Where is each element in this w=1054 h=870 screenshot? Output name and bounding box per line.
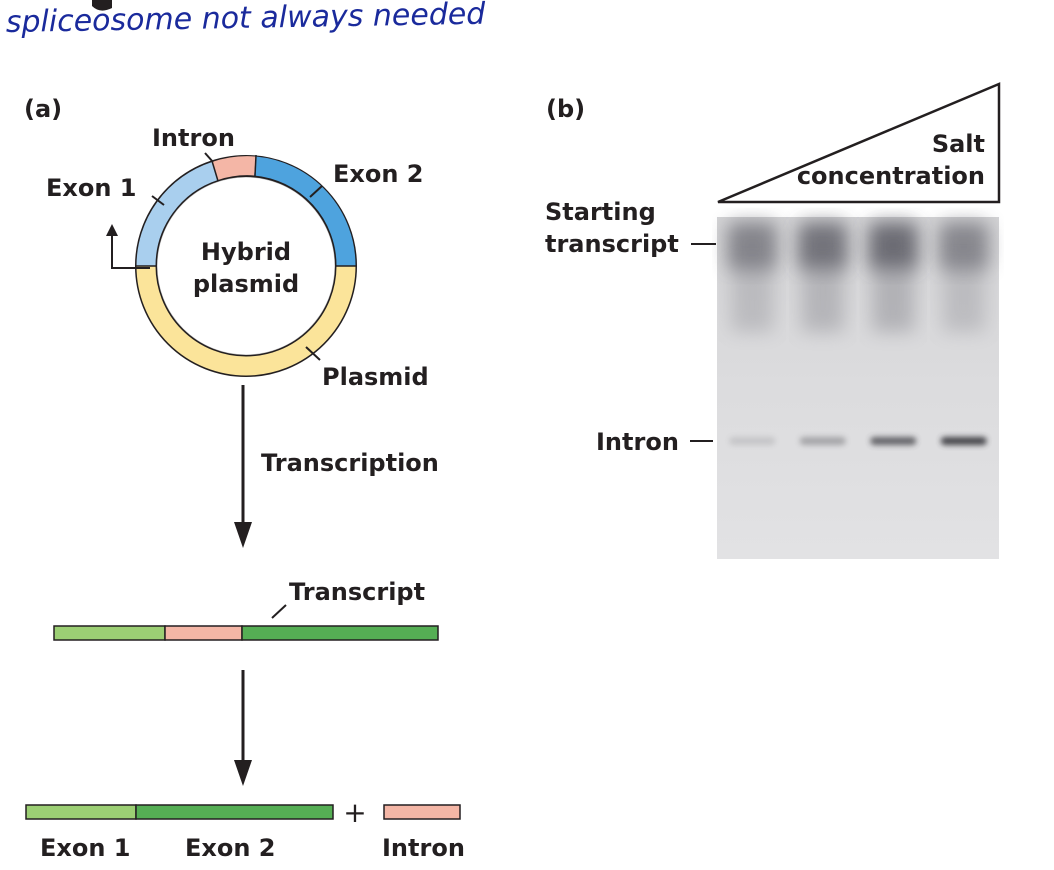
product-exon1 [25, 804, 137, 820]
intron-leader-line [204, 152, 214, 163]
starting-label-line2: transcript [545, 230, 679, 258]
transcript-trail-smear [942, 262, 985, 332]
product-intron-label: Intron [382, 834, 465, 862]
plasmid-leader-line [305, 346, 321, 361]
exon1-segment [136, 161, 219, 267]
intron-band [729, 437, 776, 445]
exon1-leader-line [151, 195, 165, 206]
intron-band [799, 437, 846, 445]
transcription-arrowhead-icon [234, 522, 252, 548]
intron-band [870, 437, 917, 445]
panel-b-label: (b) [546, 95, 585, 123]
product-exon2 [135, 804, 334, 820]
exon2-leader-line [309, 185, 323, 198]
gel-image [717, 217, 999, 559]
starting-transcript-smear [727, 222, 778, 270]
hybrid-plasmid-ring [135, 154, 357, 377]
salt-gradient-wedge [717, 82, 1001, 204]
starting-label-line1: Starting [545, 198, 656, 226]
transcript-label: Transcript [289, 578, 425, 606]
plasmid-label: Plasmid [322, 363, 429, 391]
intron-label: Intron [152, 124, 235, 152]
plus-sign: + [343, 796, 366, 829]
product-exon1-label: Exon 1 [40, 834, 131, 862]
transcript-trail-smear [731, 262, 774, 332]
exon2-segment [253, 156, 356, 267]
exon1-label: Exon 1 [46, 174, 137, 202]
transcript-trail-smear [872, 262, 915, 332]
starting-transcript-smear [797, 222, 848, 270]
panel-a-label: (a) [24, 95, 62, 123]
intron-segment [211, 156, 256, 181]
plasmid-center-label: plasmid [193, 270, 299, 298]
hybrid-label: Hybrid [201, 238, 291, 266]
promoter-arrowhead-icon [106, 224, 118, 236]
handwritten-note: spliceosome not always needed [6, 0, 487, 40]
starting-transcript-smear [938, 222, 989, 270]
plasmid-segment [136, 265, 356, 376]
cropped-title-fragment [92, 0, 112, 11]
transcript-bar [53, 625, 439, 641]
transcript-trail-smear [801, 262, 844, 332]
transcript-intron [164, 625, 243, 641]
splicing-arrowhead-icon [234, 760, 252, 786]
product-exon2-label: Exon 2 [185, 834, 276, 862]
starting-transcript-smear [868, 222, 919, 270]
salt-label-line1: Salt [932, 130, 985, 158]
promoter-arrow [111, 232, 150, 269]
salt-label-line2: concentration [797, 162, 985, 190]
transcript-leader-line [271, 604, 287, 619]
transcription-label: Transcription [261, 449, 439, 477]
transcript-exon1 [53, 625, 166, 641]
exon2-label: Exon 2 [333, 160, 424, 188]
spliced-product-bar [25, 804, 334, 820]
intron-band [940, 437, 987, 445]
transcript-exon2 [241, 625, 439, 641]
product-intron [383, 804, 461, 820]
intron-band-label: Intron [596, 428, 679, 456]
